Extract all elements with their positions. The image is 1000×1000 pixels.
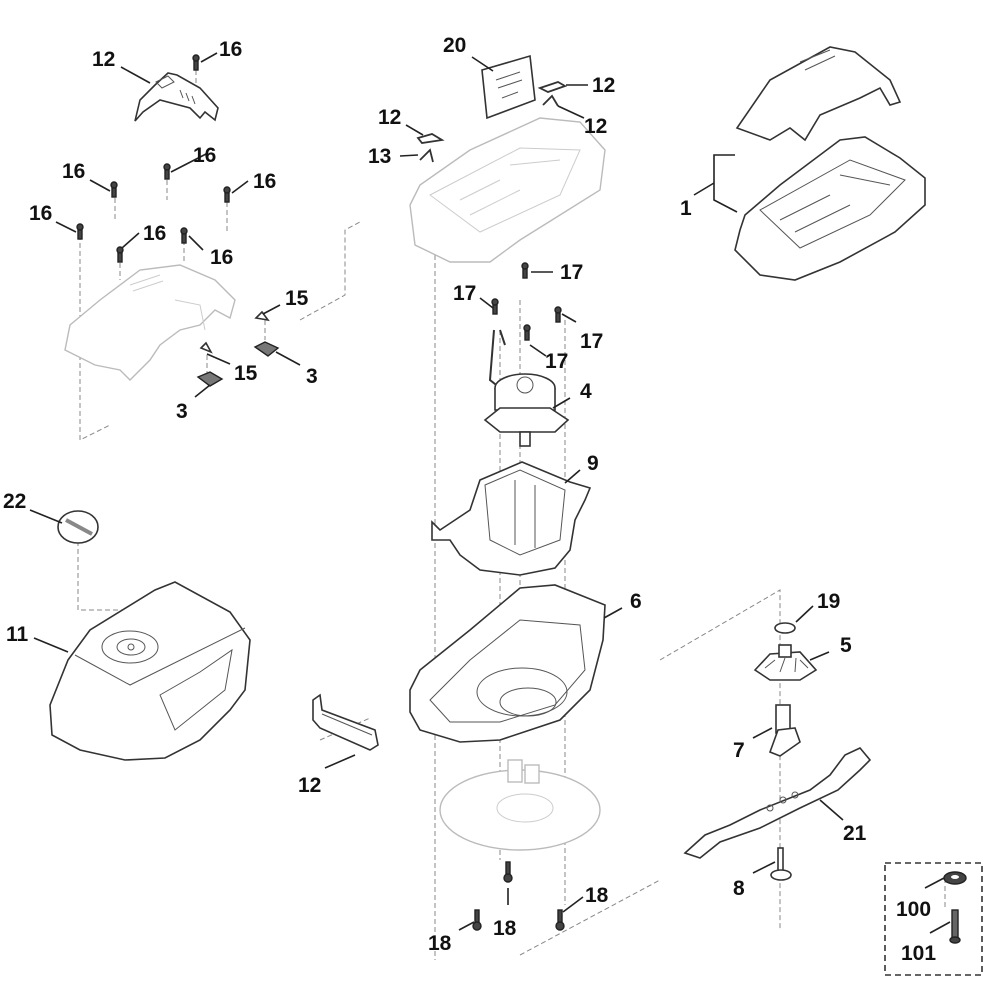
callout-16: 16 (193, 144, 216, 167)
part-3-clips[interactable] (196, 341, 280, 387)
callout-17: 17 (560, 261, 583, 284)
part-5-fan-impeller[interactable] (753, 644, 818, 681)
part-18-screws[interactable] (472, 861, 565, 931)
callout-9: 9 (587, 452, 599, 475)
part-15-plugs[interactable] (199, 310, 270, 354)
part-10-cover-piece[interactable] (134, 72, 219, 122)
part-1-housing-assembly[interactable] (734, 46, 926, 281)
callout-5: 5 (840, 634, 852, 657)
part-4-motor[interactable] (483, 329, 570, 447)
callout-16: 16 (253, 170, 276, 193)
callout-12: 12 (378, 106, 401, 129)
callout-18: 18 (428, 932, 452, 955)
kit-box (884, 862, 983, 976)
part-7-blade-adapter[interactable] (768, 704, 801, 757)
part-8-blade-bolt[interactable] (770, 847, 792, 881)
callout-12: 12 (592, 74, 615, 97)
part-17-screws[interactable] (491, 262, 562, 341)
part-22-logo-badge[interactable] (57, 510, 99, 544)
part-base-plate-faded (439, 759, 601, 851)
callout-16: 16 (219, 38, 242, 61)
callout-22: 22 (3, 490, 26, 513)
callout-8: 8 (733, 877, 745, 900)
part-6-lower-housing[interactable] (409, 584, 606, 743)
callout-20: 20 (443, 34, 466, 57)
callout-1: 1 (680, 197, 692, 220)
callout-16: 16 (29, 202, 52, 225)
part-13-handle[interactable] (312, 693, 379, 751)
callout-15: 15 (285, 287, 309, 310)
callout-12: 13 (368, 145, 391, 168)
callout-17: 17 (580, 330, 603, 353)
callout-18: 18 (493, 917, 517, 940)
part-19-ring[interactable] (774, 622, 796, 634)
part-top-cover-faded (64, 264, 236, 381)
part-21-blade[interactable] (683, 747, 872, 859)
part-20-switch-module[interactable] (481, 54, 536, 120)
callout-leader-lines (29, 52, 951, 934)
callout-15: 15 (234, 362, 258, 385)
callout-101: 101 (901, 942, 936, 965)
callout-16: 16 (62, 160, 85, 183)
callout-labels: 12 16 16 16 16 16 16 16 15 15 3 3 20 12 … (3, 34, 936, 965)
callout-12: 12 (584, 115, 607, 138)
callout-4: 4 (580, 380, 592, 403)
callout-6: 6 (630, 590, 642, 613)
part-11-hood[interactable] (49, 581, 251, 761)
callout-17: 17 (453, 282, 476, 305)
callout-7: 7 (733, 739, 745, 762)
callout-100: 100 (896, 898, 931, 921)
callout-10: 12 (92, 48, 115, 71)
part-9-motor-carrier[interactable] (431, 461, 592, 576)
callout-3: 3 (306, 365, 318, 388)
callout-11: 11 (6, 623, 29, 646)
callout-13: 12 (298, 774, 321, 797)
callout-18: 18 (585, 884, 609, 907)
part-12-spring-clips[interactable] (416, 81, 568, 163)
part-16-screws[interactable] (76, 54, 231, 263)
callout-21: 21 (843, 822, 867, 845)
part-housing-tray-faded (409, 117, 606, 263)
callout-17: 17 (545, 350, 568, 373)
callout-3: 3 (176, 400, 188, 423)
callout-16: 16 (210, 246, 233, 269)
callout-19: 19 (817, 590, 840, 613)
callout-16: 16 (143, 222, 166, 245)
